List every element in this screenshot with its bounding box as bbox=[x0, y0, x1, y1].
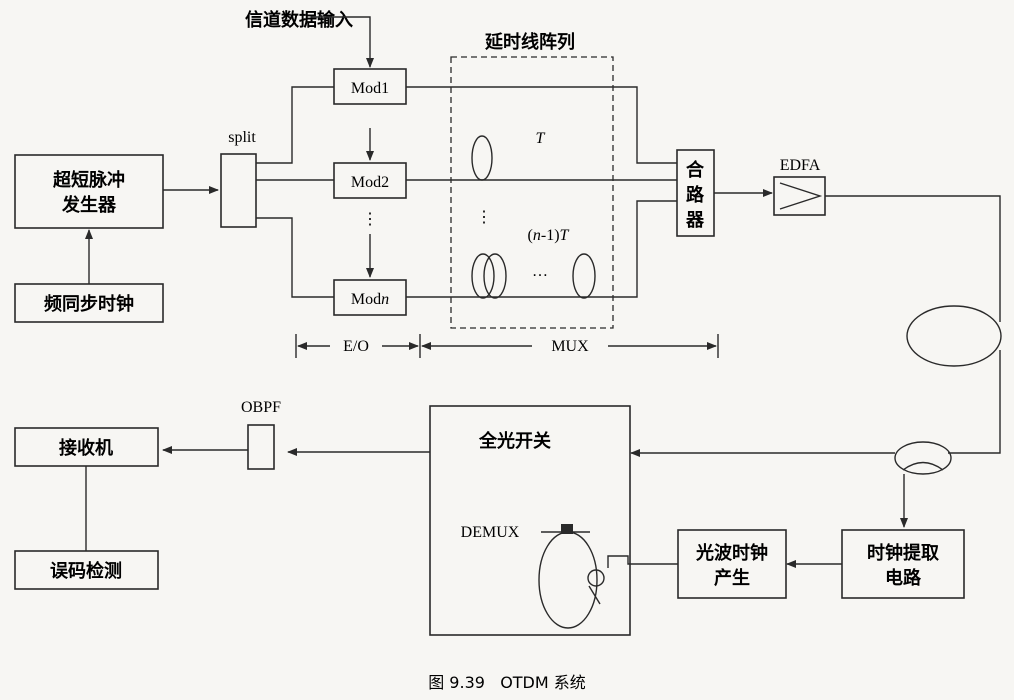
delay-array-dashed-box bbox=[450, 56, 614, 329]
delay-loop-n2 bbox=[483, 253, 507, 299]
combiner-label-2: 路 bbox=[686, 184, 705, 206]
mod-vdots: ⋮ bbox=[362, 211, 378, 228]
split-to-modn-line bbox=[256, 217, 334, 298]
delay-loop-T bbox=[471, 135, 493, 181]
delay-hdots: … bbox=[532, 263, 548, 280]
channel-input-label: 信道数据输入 bbox=[245, 9, 353, 31]
coupler-inner-curve bbox=[902, 461, 944, 471]
fiber-spool bbox=[906, 305, 1002, 367]
obpf-box bbox=[247, 424, 275, 470]
ber-label: 误码检测 bbox=[50, 560, 122, 582]
coupler bbox=[894, 441, 952, 475]
demux-exit-line bbox=[588, 585, 601, 605]
optical-clock-label-2: 产生 bbox=[714, 567, 750, 589]
optical-clock-to-demux-line bbox=[607, 555, 678, 568]
delay-T-label: T bbox=[536, 130, 546, 147]
pulse-source-label-1: 超短脉冲 bbox=[53, 169, 125, 191]
combiner-label-3: 器 bbox=[685, 210, 705, 231]
data-input-arrow bbox=[311, 16, 374, 68]
fiber-line-1 bbox=[825, 195, 1001, 322]
delay-array-label: 延时线阵列 bbox=[484, 31, 575, 53]
clock-label: 频同步时钟 bbox=[44, 293, 134, 315]
demux-label: DEMUX bbox=[461, 524, 520, 541]
delay-loop-n3 bbox=[572, 253, 596, 299]
figure-caption: 图 9.39 OTDM 系统 bbox=[428, 673, 586, 692]
split-label: split bbox=[228, 129, 256, 146]
mod1-to-combiner-line bbox=[406, 86, 677, 164]
optical-clock-label-1: 光波时钟 bbox=[695, 542, 768, 564]
ber-box bbox=[14, 550, 159, 590]
receiver-label: 接收机 bbox=[59, 437, 113, 459]
clock-extract-label-2: 电路 bbox=[885, 567, 922, 589]
fiber-line-2 bbox=[948, 350, 1001, 454]
clock-extract-label-1: 时钟提取 bbox=[867, 542, 940, 564]
edfa-amplifier-symbol bbox=[779, 182, 823, 210]
switch-label: 全光开关 bbox=[478, 430, 551, 452]
delay-nT-label: (n-1)T bbox=[528, 227, 570, 244]
pulse-source-box bbox=[14, 154, 164, 229]
delay-loop-n1 bbox=[471, 253, 495, 299]
modn-to-combiner-line bbox=[406, 200, 677, 298]
edfa-label: EDFA bbox=[780, 157, 821, 174]
pulse-source-label-2: 发生器 bbox=[61, 194, 117, 216]
split-to-mod1-line bbox=[256, 86, 334, 164]
combiner-label-1: 合 bbox=[686, 159, 705, 181]
demux-fiber-loop bbox=[538, 531, 598, 629]
obpf-label: OBPF bbox=[241, 399, 281, 416]
demux-wdm-coupler bbox=[587, 569, 605, 587]
modn-label: Modn bbox=[351, 291, 389, 308]
mux-label: MUX bbox=[551, 338, 589, 355]
delay-vdots: ⋮ bbox=[476, 209, 492, 226]
mod2-label: Mod2 bbox=[351, 174, 389, 191]
mod1-label: Mod1 bbox=[351, 80, 389, 97]
split-box bbox=[220, 153, 257, 228]
switch-box bbox=[429, 405, 631, 636]
edfa-box bbox=[773, 176, 826, 216]
demux-coupler-block bbox=[561, 524, 573, 534]
eo-label: E/O bbox=[343, 338, 369, 355]
